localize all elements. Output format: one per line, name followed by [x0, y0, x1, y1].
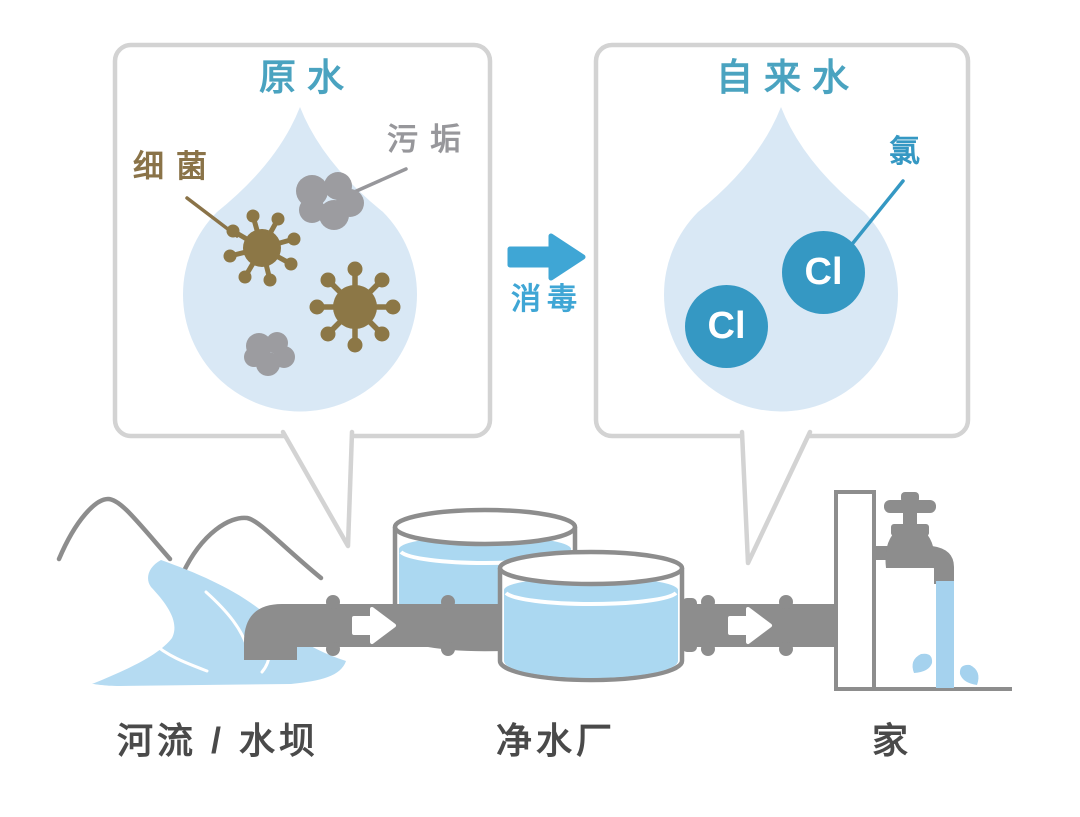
- bacteria-label: 细菌: [133, 149, 219, 184]
- bacteria-icon: [309, 261, 401, 353]
- dirt-blob-small-icon: [244, 332, 295, 376]
- chlorine-particle: Cl: [782, 231, 865, 314]
- disinfection-label: 消毒: [511, 283, 583, 316]
- raw-water-title: 原水: [259, 57, 355, 98]
- purification-plant-label: 净水厂: [495, 720, 617, 761]
- dirt-blob-large-icon: [296, 172, 364, 230]
- river-dam-label: 河流 / 水坝: [116, 720, 320, 761]
- home-label: 家: [871, 720, 913, 761]
- chlorine-label: 氯: [889, 134, 920, 169]
- chlorine-symbol: Cl: [707, 305, 746, 347]
- water-tank-icon: [497, 549, 685, 683]
- mountain-icon: [56, 496, 324, 581]
- dirt-label: 污垢: [387, 122, 473, 157]
- chlorine-pointer-line: [851, 179, 905, 245]
- chlorine-particle: Cl: [685, 285, 768, 368]
- pipe-flow-arrow-icon: [352, 607, 396, 644]
- tap-water-title: 自来水: [716, 57, 860, 98]
- dirt-pointer-line: [350, 167, 408, 195]
- raw-water-drop-icon: [183, 107, 418, 412]
- water-splash-icon: [912, 653, 933, 673]
- pipe-flow-arrow-icon: [728, 607, 772, 644]
- house-wall-icon: [834, 490, 876, 691]
- water-splash-icon: [959, 664, 979, 685]
- water-stream-icon: [936, 581, 954, 688]
- right-callout-tail-icon: [739, 429, 813, 566]
- bacteria-icon: [223, 209, 301, 287]
- faucet-icon: [872, 492, 954, 584]
- arrow-right-icon: [507, 233, 586, 281]
- chlorine-symbol: Cl: [804, 251, 843, 293]
- left-callout-tail-icon: [280, 429, 355, 549]
